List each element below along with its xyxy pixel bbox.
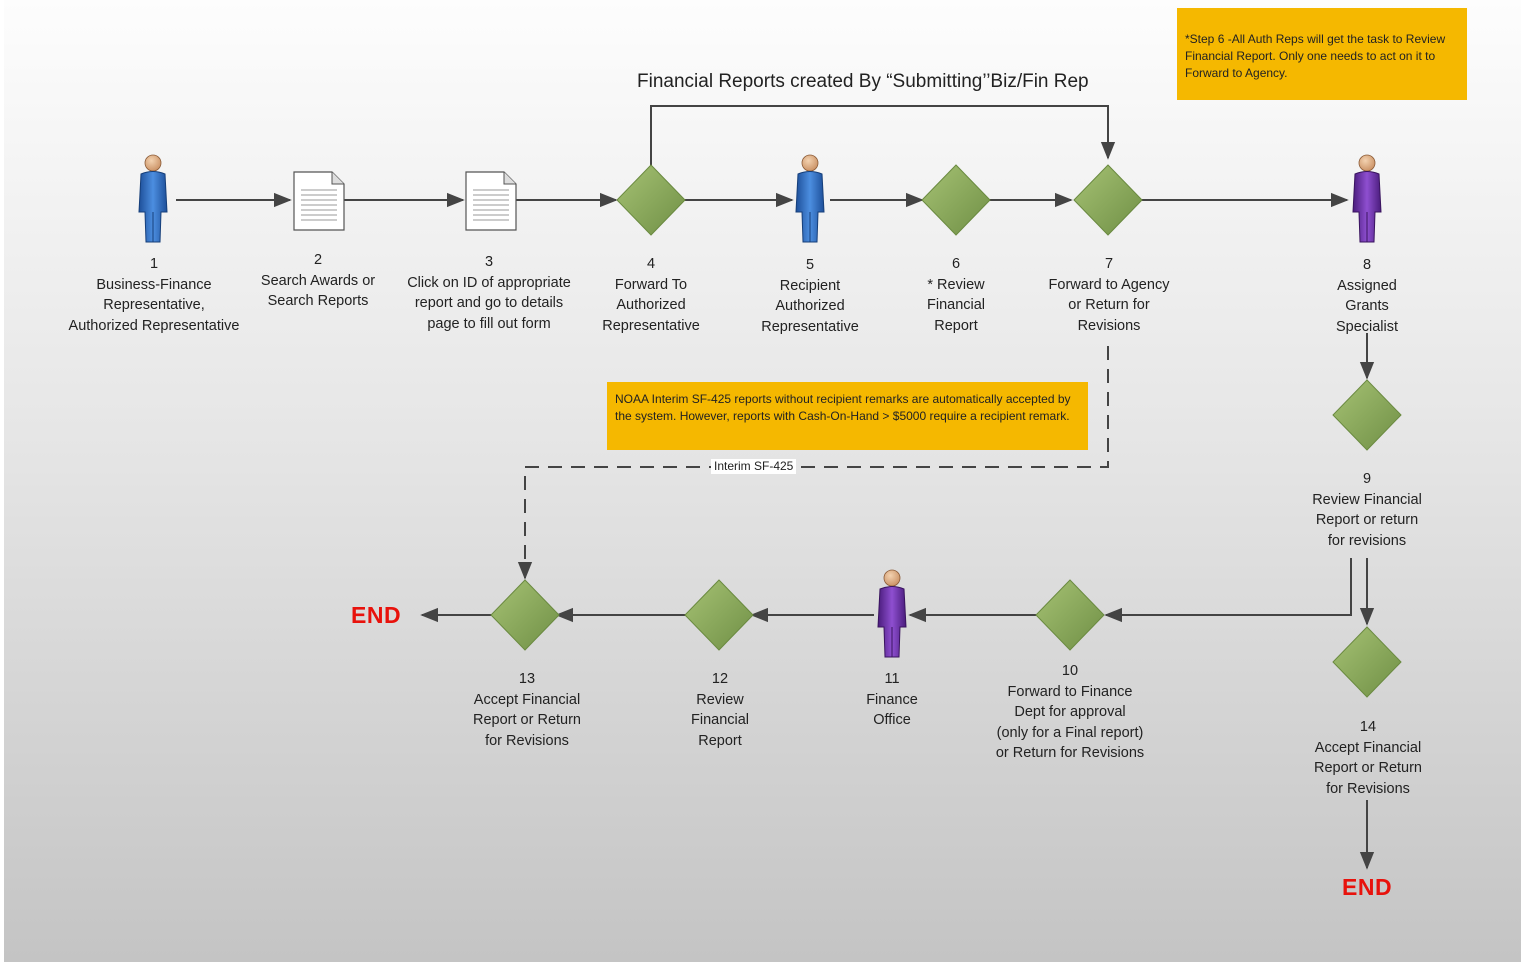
person-icon bbox=[1352, 154, 1382, 243]
step-text: Forward to Agency or Return for Revision… bbox=[1048, 276, 1170, 334]
step-label: 3 Click on ID of appropriate report and … bbox=[395, 252, 583, 334]
step-number: 2 bbox=[313, 252, 323, 268]
step-text: Review Financial Report or return for re… bbox=[1312, 491, 1422, 549]
step-label: 7 Forward to Agency or Return for Revisi… bbox=[1034, 254, 1184, 336]
diamond-icon bbox=[490, 579, 560, 651]
step-number: 5 bbox=[805, 257, 815, 273]
step-text: * Review Financial Report bbox=[926, 276, 986, 334]
step-number: 12 bbox=[711, 671, 729, 687]
person-icon bbox=[138, 154, 168, 243]
diamond-icon bbox=[616, 164, 686, 236]
diamond-icon bbox=[921, 164, 991, 236]
arrow-icon bbox=[650, 105, 1116, 167]
step-number: 11 bbox=[884, 671, 900, 687]
step-label: 8 Assigned Grants Specialist bbox=[1317, 255, 1417, 337]
step-label: 11 Finance Office bbox=[847, 669, 937, 731]
document-icon bbox=[293, 171, 345, 231]
document-icon bbox=[465, 171, 517, 231]
step-label: 6 * Review Financial Report bbox=[906, 254, 1006, 336]
step-label: 1 Business-Finance Representative, Autho… bbox=[52, 254, 256, 336]
person-icon bbox=[877, 569, 907, 658]
step-text: Click on ID of appropriate report and go… bbox=[407, 274, 571, 332]
step-text: Finance Office bbox=[866, 691, 918, 729]
diamond-icon bbox=[684, 579, 754, 651]
end-label: END bbox=[351, 602, 402, 628]
step-label: 12 Review Financial Report bbox=[670, 669, 770, 751]
step-number: 14 bbox=[1359, 719, 1377, 735]
step-text: Review Financial Report bbox=[690, 691, 750, 749]
page-title: Financial Reports created By “Submitting… bbox=[637, 71, 1089, 92]
step-number: 7 bbox=[1104, 256, 1114, 272]
step-text: Accept Financial Report or Return for Re… bbox=[1314, 739, 1422, 797]
flowchart-canvas: Financial Reports created By “Submitting… bbox=[4, 0, 1521, 962]
step-number: 13 bbox=[518, 671, 536, 687]
step-number: 1 bbox=[149, 256, 159, 272]
arrow-icon bbox=[1104, 558, 1352, 623]
step-label: 4 Forward To Authorized Representative bbox=[591, 254, 711, 336]
step-text: Assigned Grants Specialist bbox=[1335, 277, 1399, 335]
step-text: Business-Finance Representative, Authori… bbox=[68, 276, 240, 334]
dashed-connector bbox=[517, 346, 1109, 580]
step-number: 10 bbox=[1061, 663, 1079, 679]
noaa-note: NOAA Interim SF-425 reports without reci… bbox=[607, 382, 1088, 450]
diamond-icon bbox=[1332, 379, 1402, 451]
dashed-connector-label: Interim SF-425 bbox=[711, 459, 797, 474]
person-icon bbox=[795, 154, 825, 243]
connector-lines bbox=[176, 105, 1375, 870]
step-number: 9 bbox=[1362, 471, 1372, 487]
end-label: END bbox=[1342, 874, 1393, 900]
step-text: Forward to Finance Dept for approval (on… bbox=[995, 683, 1145, 762]
step-label: 10 Forward to Finance Dept for approval … bbox=[980, 661, 1160, 764]
step-text: Forward To Authorized Representative bbox=[602, 276, 700, 334]
step-text: Recipient Authorized Representative bbox=[761, 277, 859, 335]
step-number: 6 bbox=[951, 256, 961, 272]
step-text: Search Awards or Search Reports bbox=[260, 272, 376, 310]
step-number: 4 bbox=[646, 256, 656, 272]
step-label: 13 Accept Financial Report or Return for… bbox=[460, 669, 594, 751]
flowchart-shapes bbox=[138, 105, 1402, 870]
step-number: 8 bbox=[1362, 257, 1372, 273]
step-text: Accept Financial Report or Return for Re… bbox=[473, 691, 581, 749]
step-label: 14 Accept Financial Report or Return for… bbox=[1301, 717, 1435, 799]
step6-note: *Step 6 -All Auth Reps will get the task… bbox=[1177, 8, 1467, 100]
step-label: 2 Search Awards or Search Reports bbox=[248, 250, 388, 312]
step-number: 3 bbox=[484, 254, 494, 270]
step-label: 9 Review Financial Report or return for … bbox=[1297, 469, 1437, 551]
diamond-icon bbox=[1332, 626, 1402, 698]
diamond-icon bbox=[1035, 579, 1105, 651]
step-label: 5 Recipient Authorized Representative bbox=[750, 255, 870, 337]
diamond-icon bbox=[1073, 164, 1143, 236]
